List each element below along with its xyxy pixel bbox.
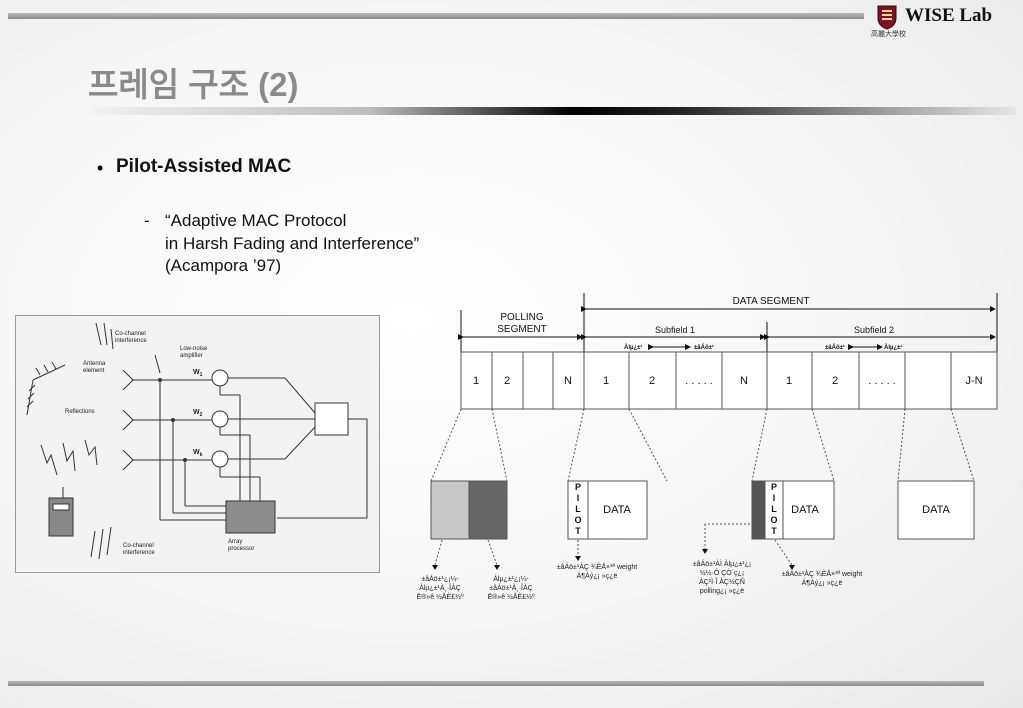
antenna-array-diagram: Co-channel interference Low-noise amplif… (26, 322, 368, 560)
data-label-2: DATA (791, 504, 819, 516)
cell-1: 1 (473, 375, 479, 387)
low-noise-label-1: Low-noise (180, 346, 208, 352)
note4-line1: ±âÁö±¹ÀÌ Àlµ¿±¹¿¡ (693, 559, 751, 568)
pilot2-letter-t: T (771, 526, 777, 536)
cell-6: 2 (649, 375, 655, 387)
sub1-left-note: Àlµ¿±¹ (624, 344, 642, 351)
note1-line2: Àlµ¿±¹À¸·ÎÀÇ (419, 583, 461, 592)
sub2-left-note: ±âÁö±¹ (825, 344, 845, 351)
sub1-right-note: ±âÁö±¹ (694, 344, 714, 351)
cell-5: 1 (603, 375, 609, 387)
data-block-3 (897, 480, 975, 540)
cell-2: 2 (504, 375, 510, 387)
data-block-2 (782, 480, 835, 540)
note2-line2: ±âÁö±¹À¸·ÎÀÇ (489, 583, 532, 592)
cell-9: 1 (786, 375, 792, 387)
frame-cells: 1 2 N 1 2 . . . . . N 1 2 . . . . . J-N (460, 351, 998, 410)
sub2-right-note: Àlµ¿±¹ (884, 344, 902, 351)
data-block-1 (587, 480, 648, 540)
antenna-label-1: Antenna (83, 361, 106, 367)
top-rule (8, 13, 864, 19)
data-segment-label: DATA SEGMENT (733, 296, 810, 307)
downlink-beacon-block (430, 480, 470, 540)
pilot1-letter-o: O (574, 515, 581, 525)
note3-line1: ±âÁö±¹ÀÇ ¾ÈÅ×³ª weight (557, 562, 638, 571)
bullet-marker: • (97, 158, 104, 178)
pilot1-letter-p: P (575, 482, 581, 492)
uplink-beacon-block (468, 480, 508, 540)
citation-line-2: in Harsh Fading and Interference” (165, 234, 420, 253)
co-channel-label-top-1: Co-channel (115, 331, 146, 337)
note4-line2: ½½·Ô ÇÒ´ç¿¡ (700, 568, 744, 577)
note2-line1: Àlµ¿±¹¿¡¼- (493, 574, 529, 583)
cell-4: N (564, 375, 572, 387)
cell-11: . . . . . (868, 375, 896, 387)
note3-line2: Á¶Àý¿¡ »ç¿ë (577, 571, 618, 580)
weight-w2-label: W2 (193, 409, 203, 418)
pilot2-letter-p: P (771, 482, 777, 492)
university-crest-icon (877, 5, 897, 30)
array-processor-label-2: processor (228, 546, 254, 552)
logo-subtitle: 高麗大學校 (871, 31, 906, 38)
antenna-label-2: element (83, 368, 105, 374)
note4-line3: ÀÇ¹Ì·Î ÀÇ½ÇÑ (699, 577, 745, 586)
cell-8: N (740, 375, 748, 387)
array-processor-label-1: Array (228, 539, 242, 545)
polling-strip-block (751, 480, 766, 540)
note4-line4: polling¿¡ »ç¿ë (700, 588, 744, 595)
note5-line1: ±âÁö±¹ÀÇ ¾ÈÅ×³ª weight (782, 569, 863, 578)
cell-10: 2 (832, 375, 838, 387)
slide-title: 프레임 구조 (2) (88, 66, 299, 103)
pilot1-letter-l: L (575, 504, 581, 514)
citation-line-3: (Acampora ’97) (165, 256, 282, 275)
pilot2-letter-o: O (770, 515, 777, 525)
subfield-1-label: Subfield 1 (655, 325, 695, 335)
citation-line-1: “Adaptive MAC Protocol (165, 211, 347, 230)
data-label-3: DATA (922, 504, 950, 516)
title-rule (92, 107, 1016, 115)
pilot2-letter-l: L (771, 504, 777, 514)
note2-line3: Ë®»ê ½ÅÈ£½º (487, 592, 534, 601)
subfield-2-label: Subfield 2 (854, 325, 894, 335)
sub-bullet-marker: - (144, 211, 150, 230)
note1-line3: Ë®»ê ½ÅÈ£½º (416, 592, 463, 601)
note5-line2: Á¶Àý¿¡ »ç¿ë (802, 578, 843, 587)
co-channel-label-bottom-2: interference (123, 550, 155, 556)
cell-7: . . . . . (685, 375, 713, 387)
weight-wk-label: Wk (193, 449, 203, 458)
bottom-rule (8, 681, 984, 686)
logo-text: WISE Lab (905, 5, 993, 26)
polling-segment-label-2: SEGMENT (497, 324, 546, 335)
co-channel-label-bottom-1: Co-channel (123, 543, 154, 549)
pilot1-letter-t: T (575, 526, 581, 536)
weight-w1-label: W1 (193, 369, 203, 378)
data-label-1: DATA (603, 504, 631, 516)
note1-line1: ±âÁö±¹¿¡¼- (421, 574, 459, 583)
antenna-array-figure (15, 315, 380, 573)
co-channel-label-top-2: interference (115, 338, 147, 344)
cell-13: J-N (965, 375, 982, 387)
pilot1-letter-i: I (577, 493, 580, 503)
pilot2-letter-i: I (773, 493, 776, 503)
polling-segment-label-1: POLLING (500, 312, 544, 323)
reflections-label: Reflections (65, 409, 95, 415)
low-noise-label-2: amplifier (180, 353, 203, 359)
bullet-heading: Pilot-Assisted MAC (116, 156, 292, 177)
